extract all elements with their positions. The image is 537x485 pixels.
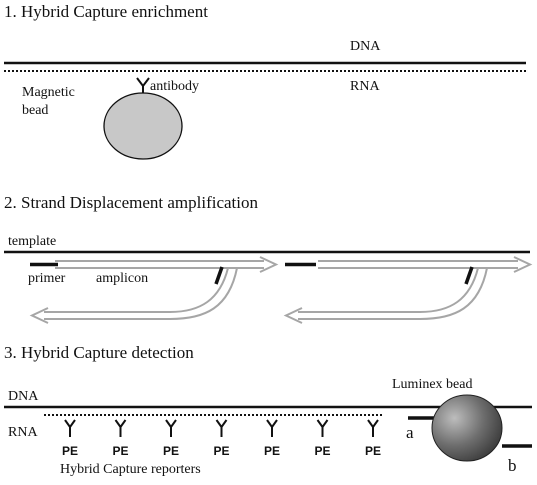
section2-amplicon-label: amplicon bbox=[96, 271, 148, 286]
amplicon-arrow-bottom-1 bbox=[44, 267, 229, 313]
reporter: PE bbox=[314, 419, 331, 458]
section1-magnetic-label: Magnetic bbox=[22, 85, 75, 100]
probe-b-label: b bbox=[508, 456, 517, 475]
probe-a-label: a bbox=[406, 423, 414, 442]
reporter-pe-label: PE bbox=[163, 444, 179, 458]
reporter: PE bbox=[163, 419, 179, 458]
reporters-caption: Hybrid Capture reporters bbox=[60, 462, 201, 477]
reporter: PE bbox=[264, 419, 280, 458]
reporter-pe-label: PE bbox=[365, 444, 381, 458]
reporter-pe-label: PE bbox=[112, 444, 128, 458]
section-hybrid-capture-enrichment: 1. Hybrid Capture enrichment DNA RNA ant… bbox=[4, 2, 526, 160]
primer-displaced-2 bbox=[464, 266, 474, 285]
section1-title: 1. Hybrid Capture enrichment bbox=[4, 2, 208, 21]
amplicon-displaced-arrows bbox=[29, 267, 488, 324]
primer-displaced-1 bbox=[214, 266, 224, 285]
reporter-pe-label: PE bbox=[264, 444, 280, 458]
amplicon-top-arrows bbox=[55, 256, 533, 273]
arrow-head bbox=[29, 307, 49, 324]
section2-template-label: template bbox=[8, 234, 56, 249]
section-hybrid-capture-detection: 3. Hybrid Capture detection Luminex bead… bbox=[4, 343, 532, 477]
reporter-antibody-icon bbox=[114, 419, 127, 437]
reporter: PE bbox=[112, 419, 129, 458]
section1-rna-label: RNA bbox=[350, 79, 380, 94]
reporter-pe-label: PE bbox=[213, 444, 229, 458]
section3-title: 3. Hybrid Capture detection bbox=[4, 343, 194, 362]
reporter-antibody-icon bbox=[215, 419, 228, 437]
section3-rna-label: RNA bbox=[8, 425, 38, 440]
arrow-head bbox=[283, 307, 303, 324]
section2-primer-label: primer bbox=[28, 271, 66, 286]
reporter-antibody-icon bbox=[367, 419, 379, 437]
magnetic-bead bbox=[103, 92, 183, 160]
reporter-antibody-icon bbox=[64, 419, 76, 437]
hybrid-capture-reporters: PE PE PE PE PE PE PE bbox=[62, 419, 381, 458]
luminex-bead-label: Luminex bead bbox=[392, 377, 472, 392]
luminex-bead bbox=[431, 394, 503, 462]
arrow-head bbox=[513, 256, 533, 273]
amplicon-arrow-bottom-2 bbox=[298, 267, 479, 313]
reporter-pe-label: PE bbox=[314, 444, 330, 458]
reporter-antibody-icon bbox=[165, 419, 177, 437]
reporter-antibody-icon bbox=[266, 419, 278, 437]
section3-dna-label: DNA bbox=[8, 389, 39, 404]
section1-antibody-label: antibody bbox=[150, 79, 199, 94]
arrow-head bbox=[259, 256, 279, 273]
reporter-pe-label: PE bbox=[62, 444, 78, 458]
section2-title: 2. Strand Displacement amplification bbox=[4, 193, 258, 212]
reporter: PE bbox=[365, 419, 381, 458]
reporter: PE bbox=[213, 419, 230, 458]
section1-dna-label: DNA bbox=[350, 39, 381, 54]
section-strand-displacement: 2. Strand Displacement amplification tem… bbox=[4, 193, 533, 324]
reporter-antibody-icon bbox=[316, 419, 329, 437]
reporter: PE bbox=[62, 419, 78, 458]
section1-bead-label: bead bbox=[22, 103, 48, 118]
